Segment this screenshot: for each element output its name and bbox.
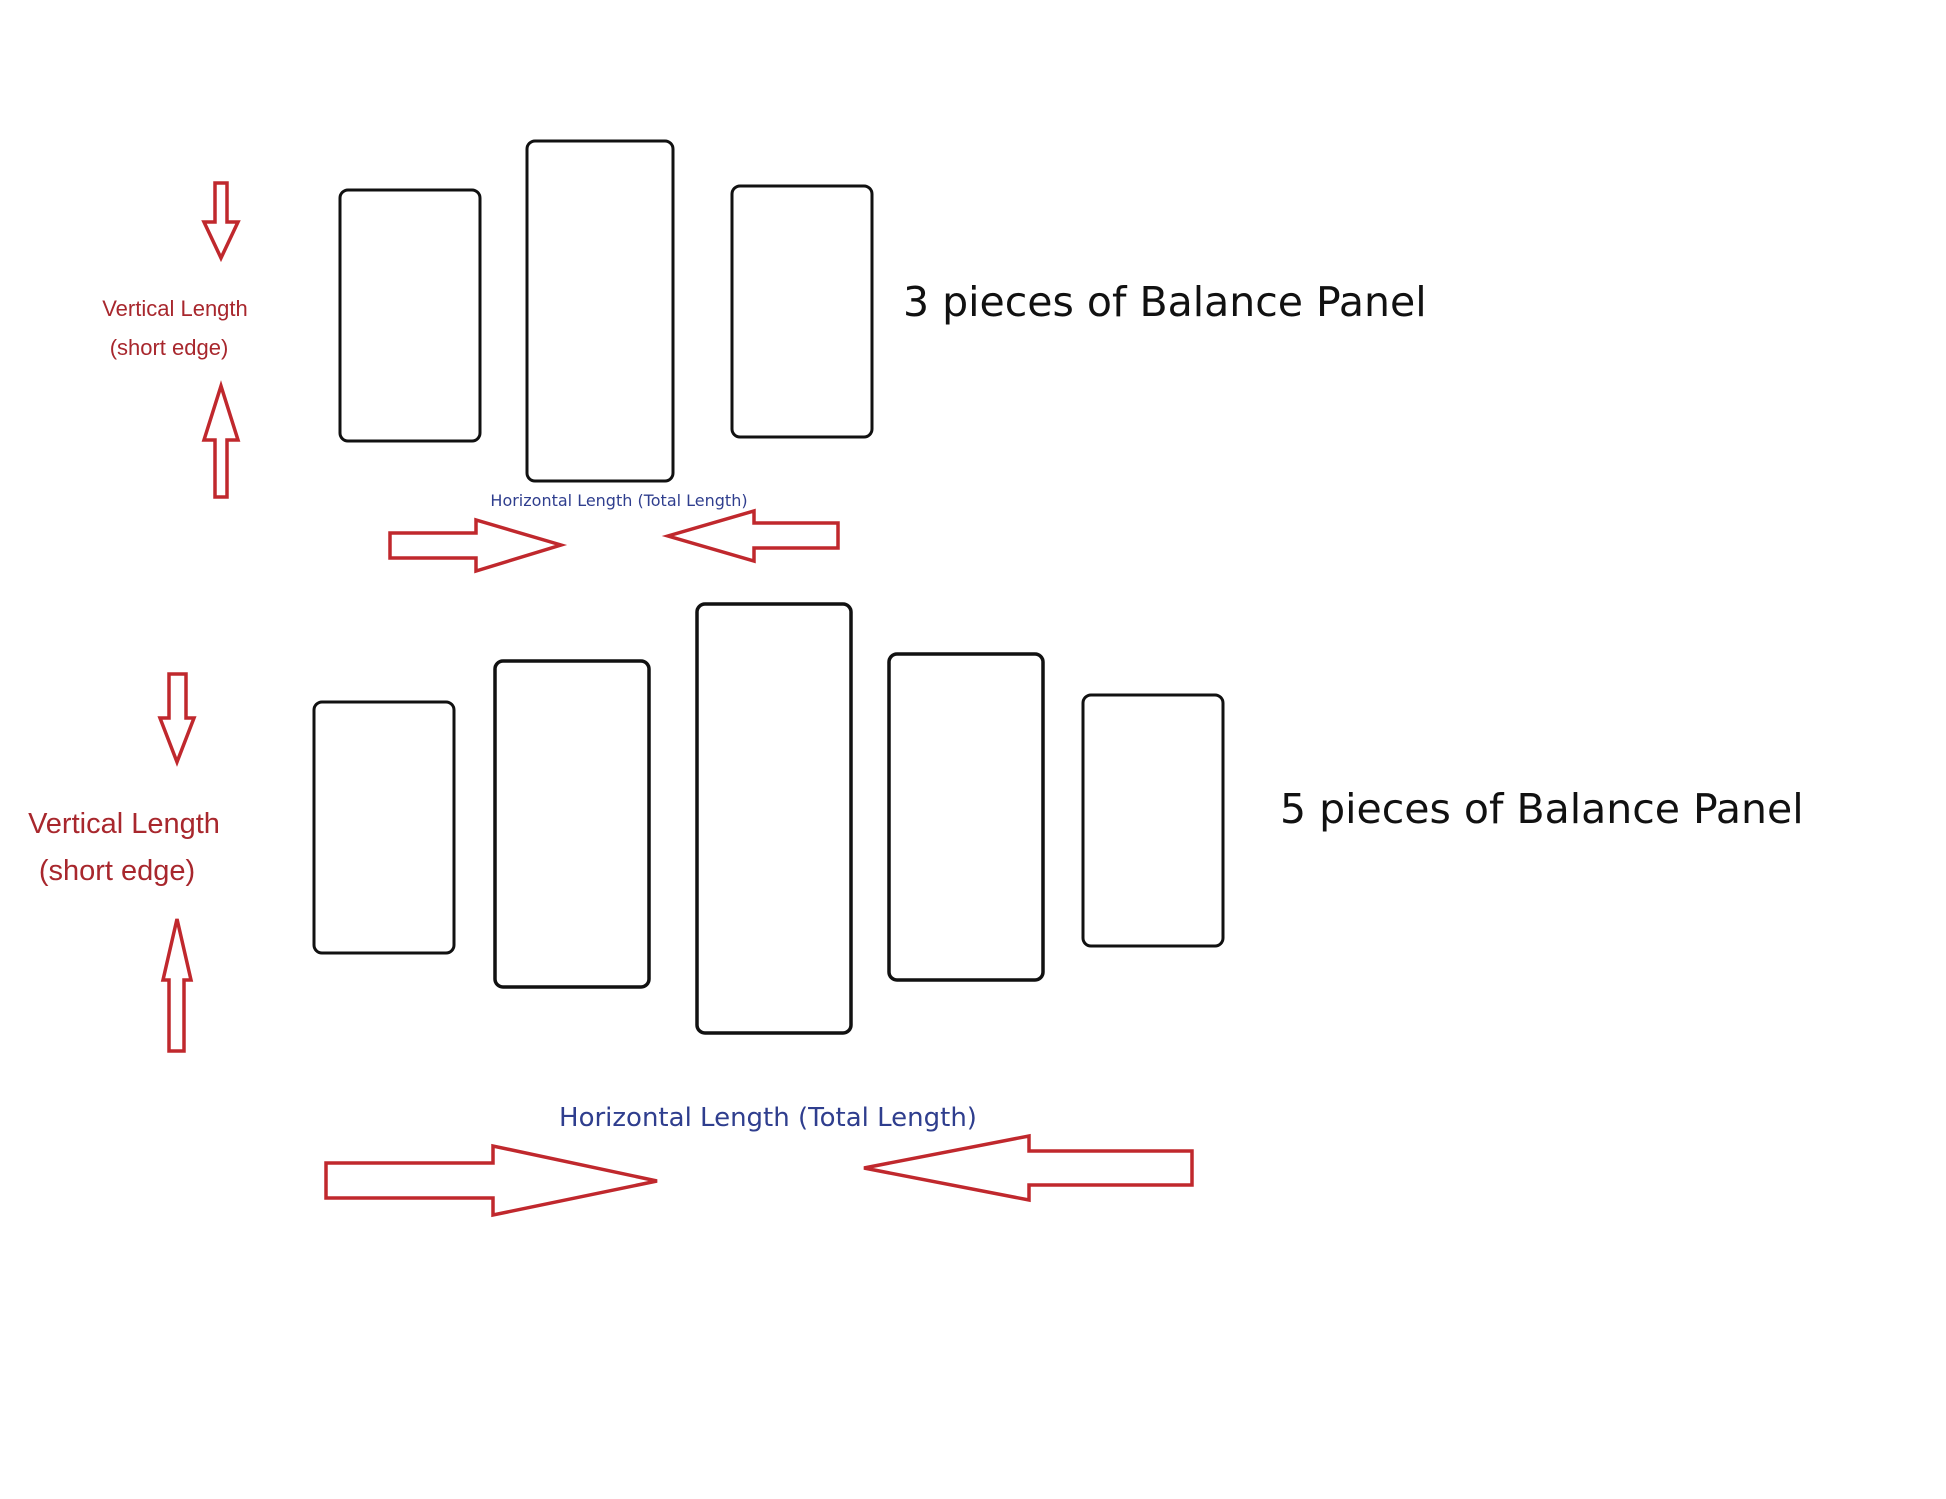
diagram-5-pieces: Vertical Length (short edge) 5 pieces of…	[28, 602, 1804, 1218]
horizontal-left-arrow-icon	[661, 508, 840, 564]
diagram-title: 3 pieces of Balance Panel	[903, 278, 1427, 326]
panel-5	[1081, 693, 1225, 948]
panel-3	[730, 184, 874, 439]
horizontal-length-label: Horizontal Length (Total Length)	[490, 491, 747, 510]
panel-2	[525, 139, 675, 483]
diagram-title: 5 pieces of Balance Panel	[1280, 785, 1804, 833]
vertical-length-label: Vertical Length	[28, 808, 220, 840]
panel-3	[695, 602, 853, 1035]
diagram-3-pieces: Vertical Length (short edge) 3 pieces of…	[102, 139, 1427, 574]
vertical-down-arrow-icon	[157, 672, 197, 767]
horizontal-right-arrow-icon	[388, 517, 568, 574]
horizontal-right-arrow-icon	[324, 1143, 658, 1218]
vertical-length-sublabel: (short edge)	[110, 335, 229, 360]
vertical-down-arrow-icon	[201, 181, 241, 263]
panel-2	[493, 659, 651, 989]
horizontal-left-arrow-icon	[863, 1133, 1194, 1203]
vertical-length-label: Vertical Length	[102, 296, 248, 321]
vertical-length-sublabel: (short edge)	[39, 855, 195, 887]
panel-1	[338, 188, 482, 443]
panel-4	[887, 652, 1045, 982]
panel-1	[312, 700, 456, 955]
vertical-up-arrow-icon	[160, 918, 194, 1053]
vertical-up-arrow-icon	[201, 380, 241, 499]
horizontal-length-label: Horizontal Length (Total Length)	[559, 1103, 977, 1133]
